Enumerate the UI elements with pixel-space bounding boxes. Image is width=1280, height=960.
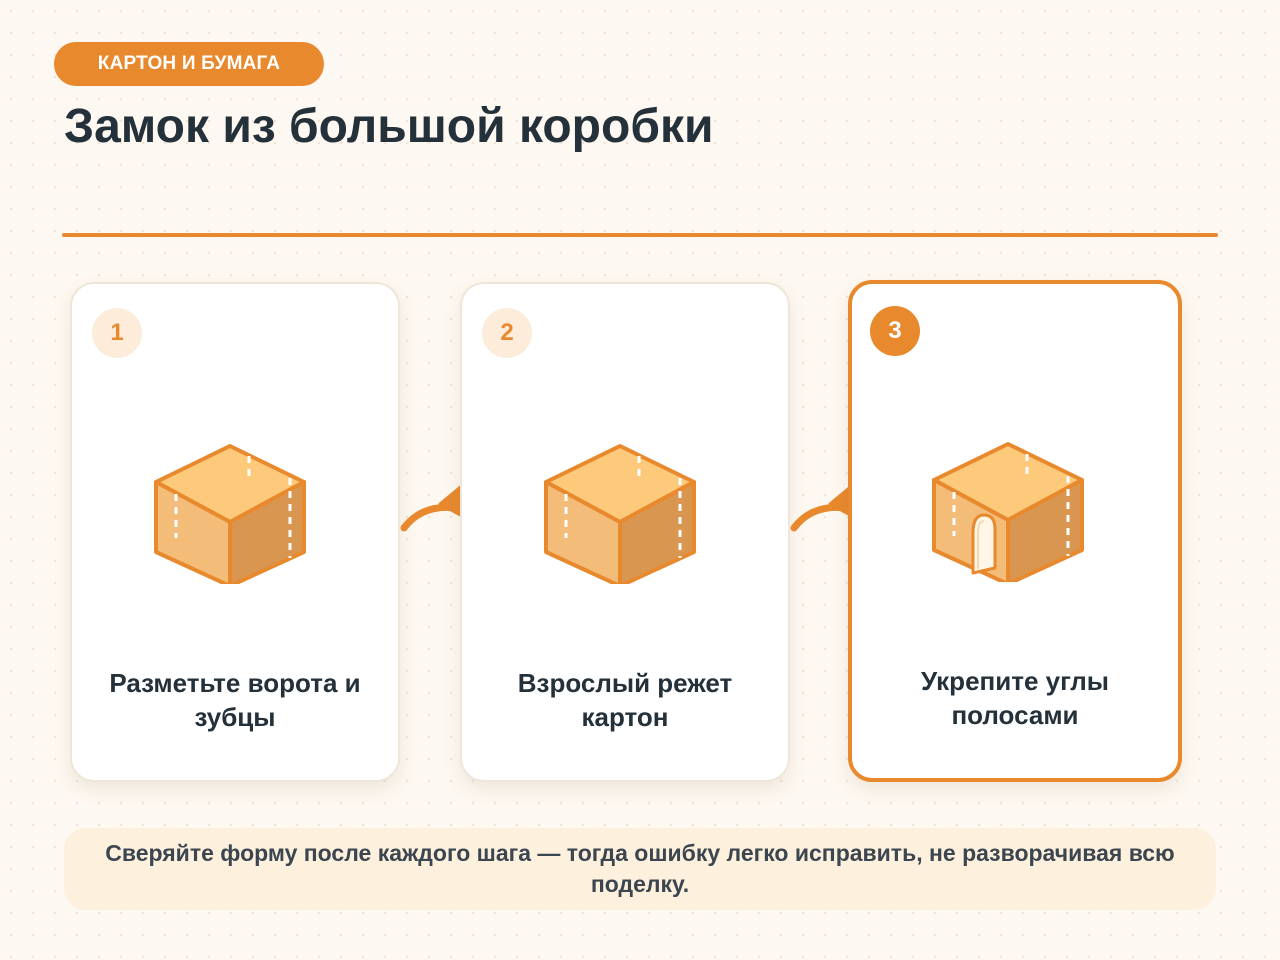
title-divider — [62, 233, 1218, 237]
step-caption-3: Укрепите углы полосами — [920, 666, 1109, 730]
cardboard-box-icon — [544, 444, 696, 584]
step-caption-2: Взрослый режет картон — [517, 668, 733, 732]
step-card-3: 3 Укрепите углы полосами — [848, 280, 1182, 782]
step-caption-1: Разметьте ворота и зубцы — [109, 668, 361, 732]
tip-banner: Сверяйте форму после каждого шага — тогд… — [64, 828, 1216, 910]
category-badge: КАРТОН И БУМАГА — [54, 42, 324, 86]
step-card-1: 1 Разметьте ворота и зубцы — [70, 282, 400, 782]
cardboard-box-icon — [932, 442, 1084, 582]
page-title: Замок из большой коробки — [64, 100, 714, 153]
step-number-2: 2 — [482, 308, 532, 358]
step-card-2: 2 Взрослый режет картон — [460, 282, 790, 782]
castle-gate-icon — [971, 513, 997, 575]
step-number-1: 1 — [92, 308, 142, 358]
tip-text: Сверяйте форму после каждого шага — тогд… — [105, 840, 1175, 897]
step-number-3: 3 — [870, 306, 920, 356]
cardboard-box-icon — [154, 444, 306, 584]
